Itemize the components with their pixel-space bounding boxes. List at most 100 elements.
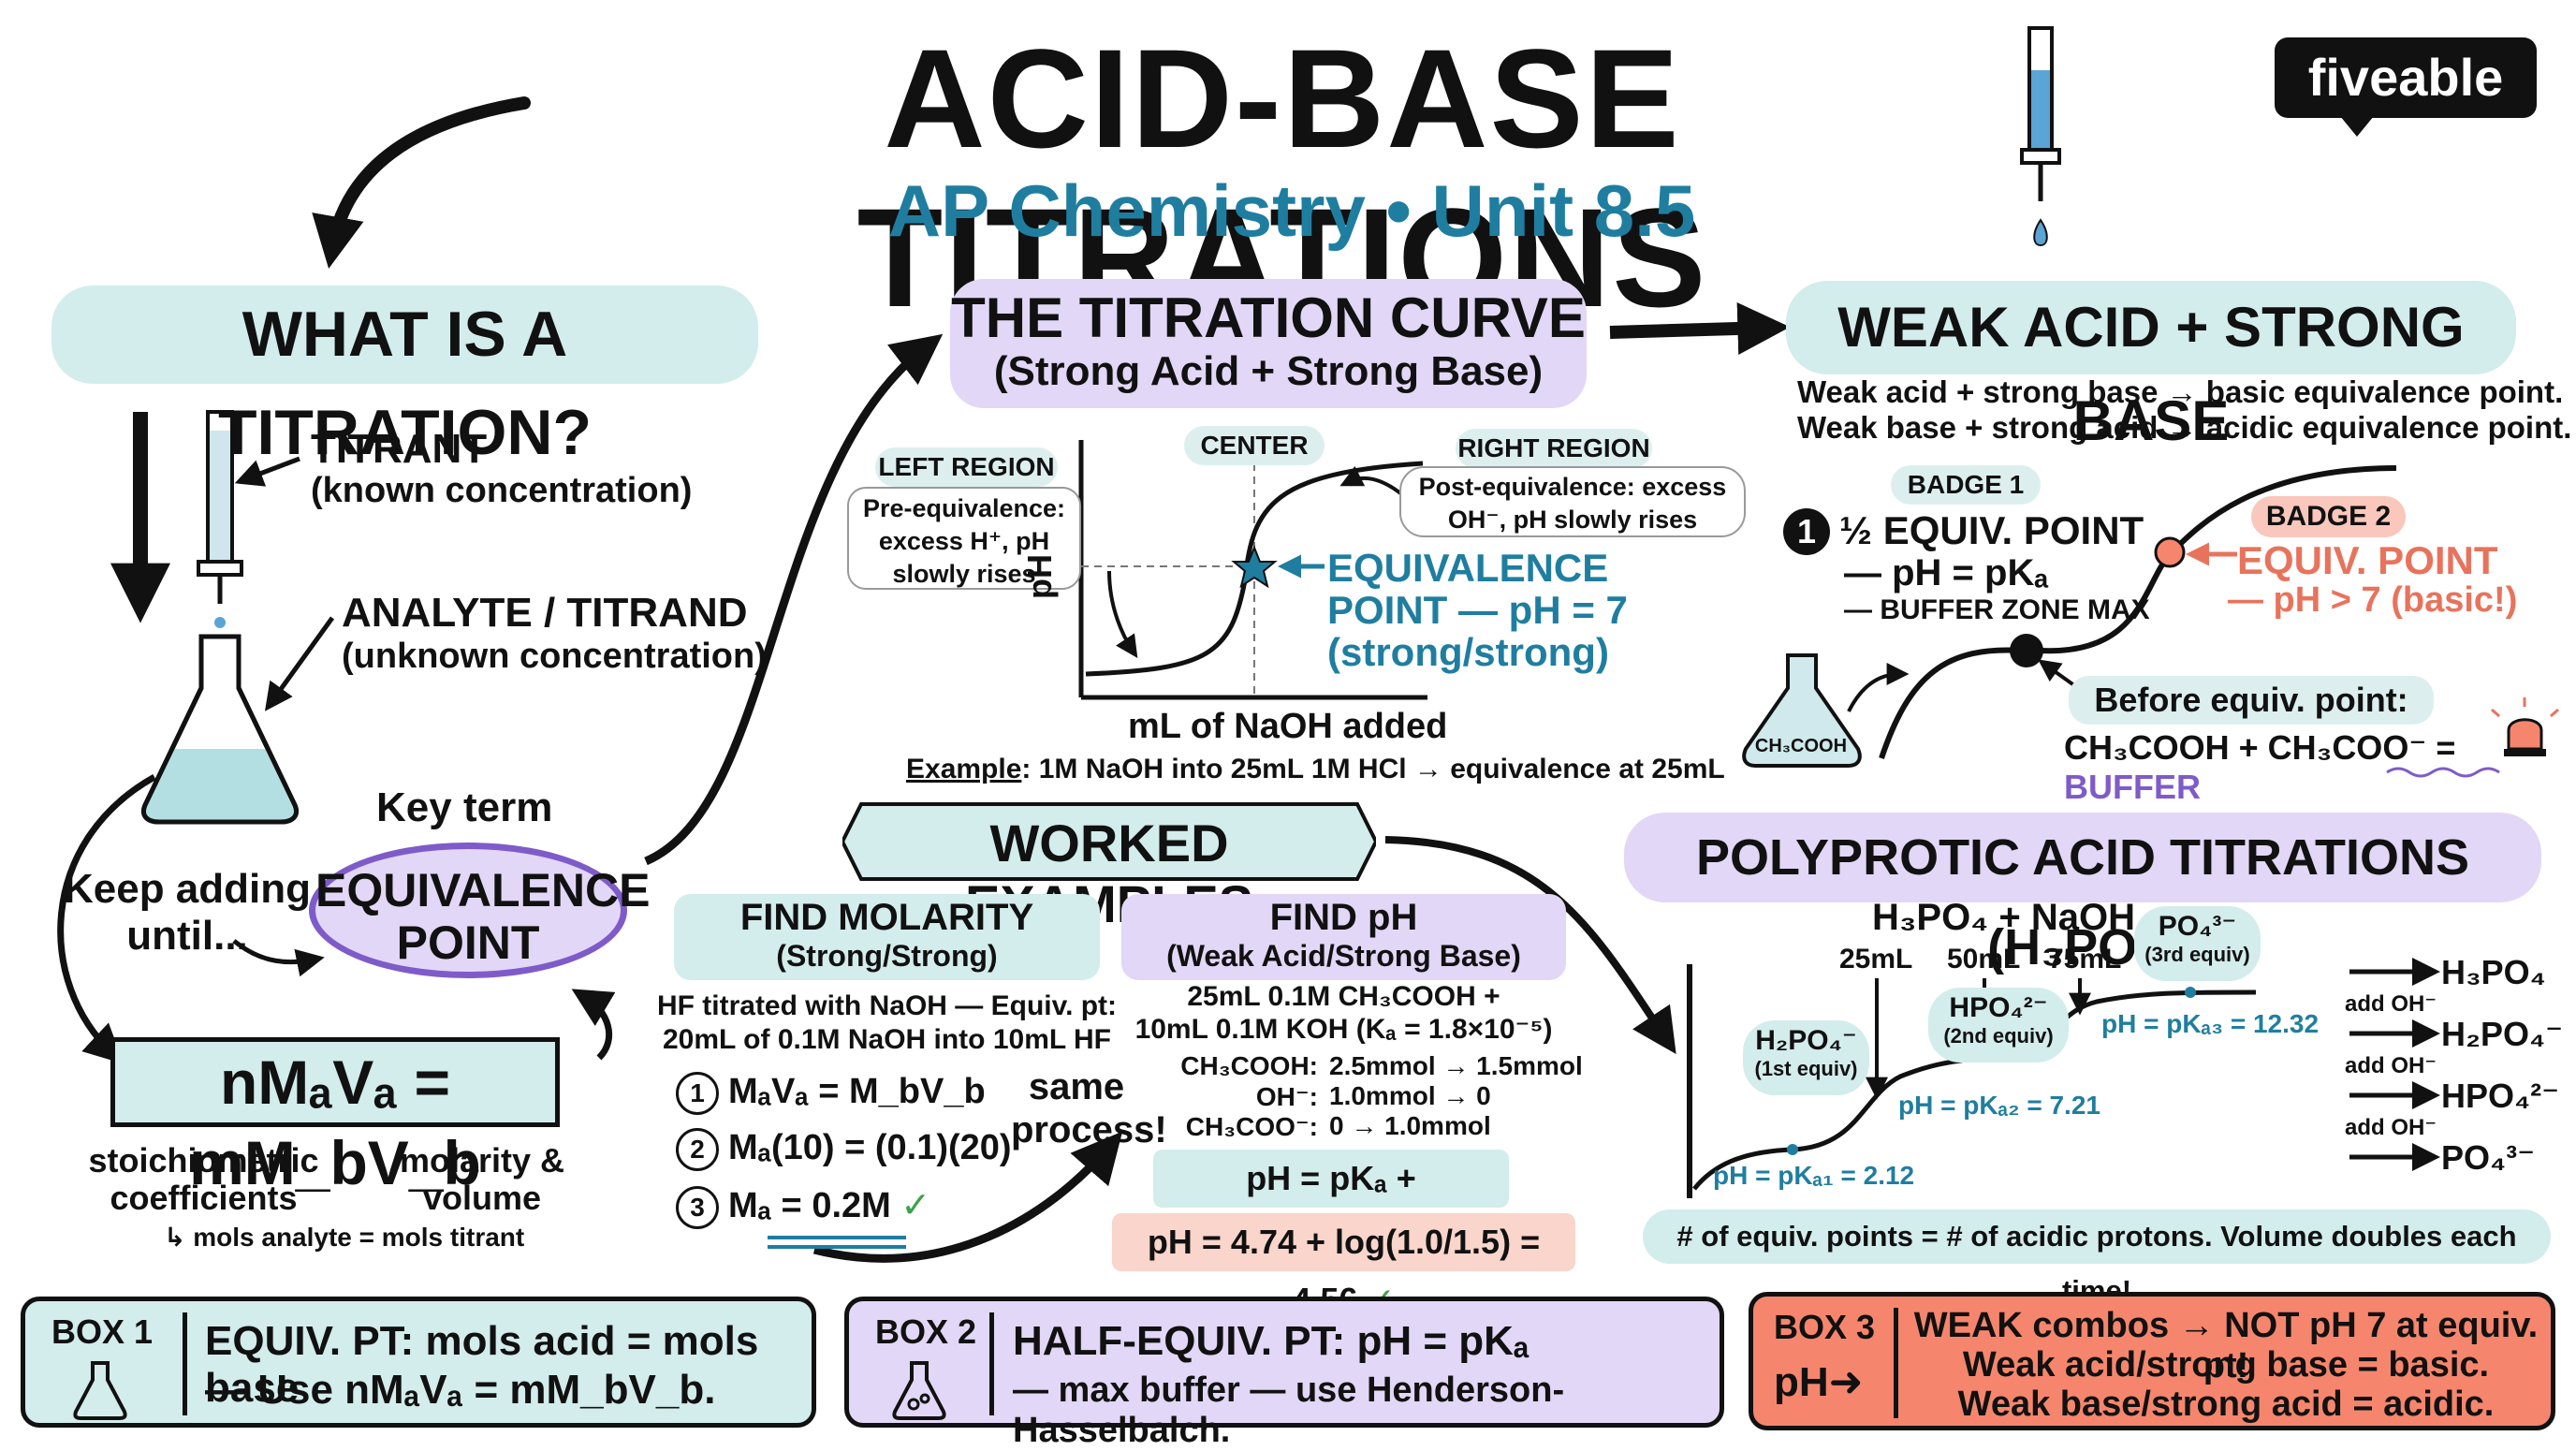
note-molarity: molarity & volume bbox=[399, 1141, 565, 1217]
formula-box: nMₐVₐ = mM_bV_b bbox=[110, 1037, 560, 1197]
fiveable-logo[interactable]: fiveable bbox=[2275, 37, 2537, 118]
pka1-label: pH = pKₐ₁ = 2.12 bbox=[1713, 1161, 1915, 1190]
ph-sub: (Weak Acid/Strong Base) bbox=[1166, 939, 1521, 973]
arrow-curve-to-weak bbox=[1609, 301, 1791, 355]
eq3-species: PO₄³⁻ bbox=[2158, 911, 2237, 942]
box2-tag: BOX 2 bbox=[875, 1312, 977, 1351]
pka2-label: pH = pKₐ₂ = 7.21 bbox=[1898, 1091, 2100, 1120]
ice-row2-label: OH⁻: bbox=[1255, 1082, 1318, 1111]
curve-heading-pill bbox=[950, 279, 1587, 408]
page-subtitle: AP Chemistry • Unit 8.5 bbox=[887, 169, 1696, 252]
ph-problem-2: 10mL 0.1M KOH (Kₐ = 1.8×10⁻⁵) bbox=[1134, 1014, 1553, 1045]
molarity-pill bbox=[674, 894, 1100, 980]
titrant-label: TITRANT bbox=[311, 426, 488, 472]
ph-pill bbox=[1121, 894, 1566, 980]
box3-divider bbox=[1894, 1308, 1898, 1418]
eq3-label: (3rd equiv) bbox=[2144, 943, 2250, 966]
poly-reaction: H₃PO₄ + NaOH bbox=[1872, 897, 2135, 938]
eq1-bubble: H₂PO₄⁻ (1st equiv) bbox=[1743, 1020, 1869, 1095]
titration-curve-graph bbox=[1078, 440, 1427, 700]
arrow-same-process bbox=[812, 1131, 1123, 1263]
arrow-title-to-whatis bbox=[312, 96, 531, 270]
ice-row1-label: CH₃COOH: bbox=[1180, 1051, 1318, 1080]
molarity-sub: (Strong/Strong) bbox=[776, 939, 998, 973]
poly-vol3: 75mL bbox=[2048, 944, 2122, 975]
left-region-pill: LEFT REGION bbox=[875, 447, 1058, 487]
arrow-to-equivalence bbox=[232, 939, 325, 977]
ice-row3-label: CH₃COO⁻: bbox=[1185, 1112, 1318, 1141]
step3-number: 3 bbox=[676, 1185, 719, 1229]
species-1: H₃PO₄ bbox=[2441, 953, 2546, 991]
box3-line2: Weak acid/strong base = basic. bbox=[1962, 1345, 2490, 1385]
equiv-point-label: EQUIV. POINT bbox=[2237, 538, 2498, 582]
box2-line2: — max buffer — use Henderson-Hasselbalch… bbox=[1013, 1370, 1565, 1450]
ice-row2-vals: 1.0mmol → 0 bbox=[1329, 1081, 1491, 1110]
equiv-label-1: EQUIVALENCE bbox=[1327, 546, 1609, 590]
weak-acid-curve bbox=[1847, 465, 2397, 759]
poly-vol2: 50mL bbox=[1947, 944, 2021, 975]
arrow-formula-to-equivalence bbox=[571, 989, 616, 1061]
before-equiv-pill: Before equiv. point: bbox=[2069, 676, 2434, 725]
note-mols: ↳ mols analyte = mols titrant bbox=[164, 1223, 525, 1252]
note-stoichiometric: stoichiometric coefficients bbox=[88, 1141, 319, 1217]
equiv-point-ph: — pH > 7 (basic!) bbox=[2228, 580, 2518, 620]
box1: BOX 1 EQUIV. PT: mols acid = mols base —… bbox=[21, 1297, 816, 1428]
example-text: : 1M NaOH into 25mL 1M HCl → equivalence… bbox=[1021, 754, 1725, 784]
buffer-word: BUFFER bbox=[2064, 768, 2201, 806]
poly-heading: POLYPROTIC ACID TITRATIONS (H₃PO₄) bbox=[1624, 813, 2541, 975]
box3-tag: BOX 3 bbox=[1774, 1308, 1876, 1346]
pka3-label: pH = pKₐ₃ = 12.32 bbox=[2101, 1009, 2320, 1038]
eq3-bubble: PO₄³⁻ (3rd equiv) bbox=[2134, 906, 2261, 981]
checkmark-icon: ✓ bbox=[900, 1186, 931, 1225]
title-burette-icon bbox=[2020, 26, 2061, 247]
equiv-label-3: (strong/strong) bbox=[1327, 630, 1609, 674]
ph-arrow-icon: pH➜ bbox=[1774, 1359, 1864, 1405]
keep-adding-text: Keep adding until... bbox=[63, 866, 312, 959]
molarity-title: FIND MOLARITY bbox=[739, 897, 1034, 938]
titrant-desc: (known concentration) bbox=[311, 471, 693, 510]
half-equiv-ph: — pH = pKₐ bbox=[1844, 552, 2049, 594]
equiv-label-2: POINT — pH = 7 bbox=[1327, 588, 1628, 632]
arrow-keep-adding bbox=[57, 773, 156, 1064]
hh-equation: pH = pKₐ + log([A⁻]/[HA]) bbox=[1153, 1150, 1509, 1255]
poly-footer: # of equiv. points = # of acidic protons… bbox=[1643, 1209, 2551, 1307]
burette-icon bbox=[197, 410, 243, 628]
box2-divider bbox=[989, 1312, 994, 1415]
add-oh-3: add OH⁻ bbox=[2345, 1115, 2437, 1140]
arrow-analyte-pointer bbox=[264, 616, 335, 711]
right-region-pill: RIGHT REGION bbox=[1456, 429, 1652, 468]
badge1-number: 1 bbox=[1783, 508, 1830, 555]
step2-text: Mₐ(10) = (0.1)(20) bbox=[728, 1128, 1012, 1168]
arrow-equivalence-to-curve bbox=[644, 333, 944, 866]
step3-answer: 0.2M bbox=[812, 1186, 891, 1225]
add-oh-2: add OH⁻ bbox=[2345, 1053, 2437, 1078]
molarity-problem-1: HF titrated with NaOH — Equiv. pt: bbox=[656, 990, 1118, 1021]
ice-row3-vals: 0 → 1.0mmol bbox=[1329, 1111, 1491, 1140]
box3-line1: WEAK combos → NOT pH 7 at equiv. pt! bbox=[1913, 1306, 2539, 1385]
molarity-problem-2: 20mL of 0.1M NaOH into 10mL HF bbox=[663, 1024, 1111, 1055]
answer-equation: pH = 4.74 + log(1.0/1.5) = 4.56 ✓ bbox=[1112, 1213, 1575, 1319]
erlenmeyer-flask-icon bbox=[141, 634, 299, 825]
y-axis-label: pH bbox=[1020, 554, 1059, 599]
flask-label: CH₃COOH bbox=[1754, 736, 1848, 756]
example-label: Example bbox=[906, 754, 1022, 784]
example-line: Example: 1M NaOH into 25mL 1M HCl → equi… bbox=[906, 754, 1725, 785]
box1-line2: — Use nMₐVₐ = mM_bV_b. bbox=[205, 1367, 716, 1413]
formula-text: nMₐVₐ = mM_bV_b bbox=[189, 1048, 481, 1197]
analyte-desc: (unknown concentration) bbox=[342, 637, 767, 676]
badge2-pill: BADGE 2 bbox=[2251, 496, 2406, 537]
eq2-species: HPO₄²⁻ bbox=[1949, 992, 2048, 1023]
arrow-titrant-pointer bbox=[234, 456, 300, 487]
box1-line1: EQUIV. PT: mols acid = mols base bbox=[205, 1318, 759, 1411]
ph-problem-1: 25mL 0.1M CH₃COOH + bbox=[1187, 981, 1500, 1012]
buffer-eq-text: CH₃COOH + CH₃COO⁻ = bbox=[2064, 728, 2456, 767]
logo-tail bbox=[2340, 116, 2374, 137]
step1-text: MₐVₐ = M_bV_b bbox=[728, 1072, 986, 1112]
box1-tag: BOX 1 bbox=[51, 1312, 154, 1351]
eq2-label: (2nd equiv) bbox=[1943, 1024, 2054, 1048]
analyte-label: ANALYTE / TITRAND bbox=[342, 590, 748, 636]
x-axis-label: mL of NaOH added bbox=[1128, 707, 1448, 746]
buffer-squiggle bbox=[2386, 767, 2500, 778]
